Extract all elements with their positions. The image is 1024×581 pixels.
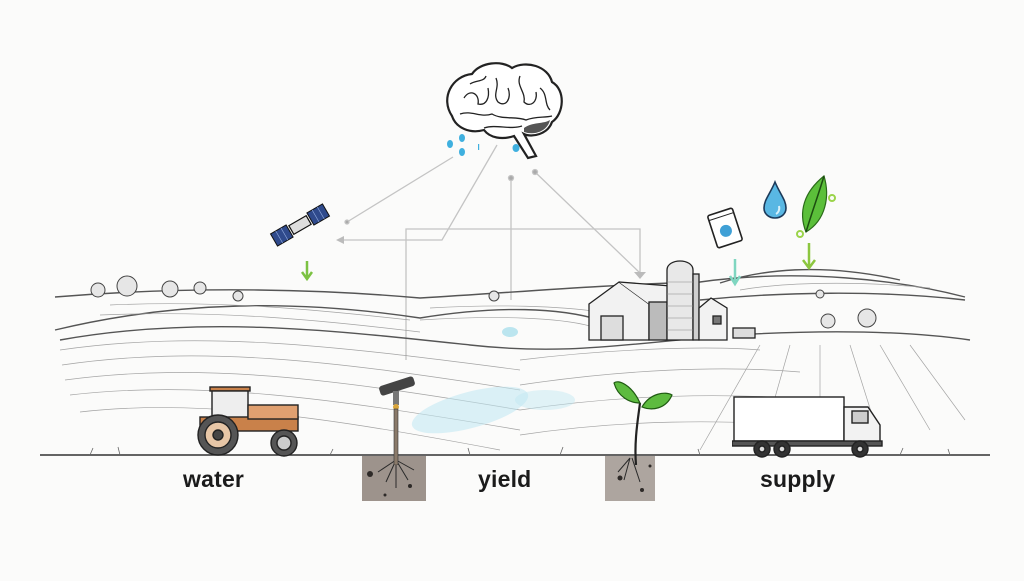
- trees: [90, 275, 877, 329]
- data-droplets: [447, 134, 520, 156]
- barn-with-silo: [588, 260, 756, 341]
- delivery-truck-icon: [732, 396, 883, 458]
- hills: [54, 268, 971, 350]
- connector-lines: [336, 144, 646, 360]
- water-drop-icon: [763, 180, 787, 219]
- arrow-down-icon: [728, 259, 742, 287]
- seedling-icon: [613, 381, 673, 465]
- arrow-down-icon: [802, 243, 816, 271]
- fertilizer-bag-icon: [707, 207, 743, 249]
- arrow-down-icon: [300, 261, 314, 282]
- soil-sensor-icon: [379, 376, 415, 465]
- label-yield: yield: [478, 466, 532, 492]
- label-supply: supply: [760, 466, 836, 492]
- label-water: water: [183, 466, 245, 492]
- brain-icon: [446, 62, 563, 160]
- satellite-icon: [269, 203, 331, 247]
- leaf-icon: [796, 174, 836, 238]
- tractor-icon: [197, 386, 299, 457]
